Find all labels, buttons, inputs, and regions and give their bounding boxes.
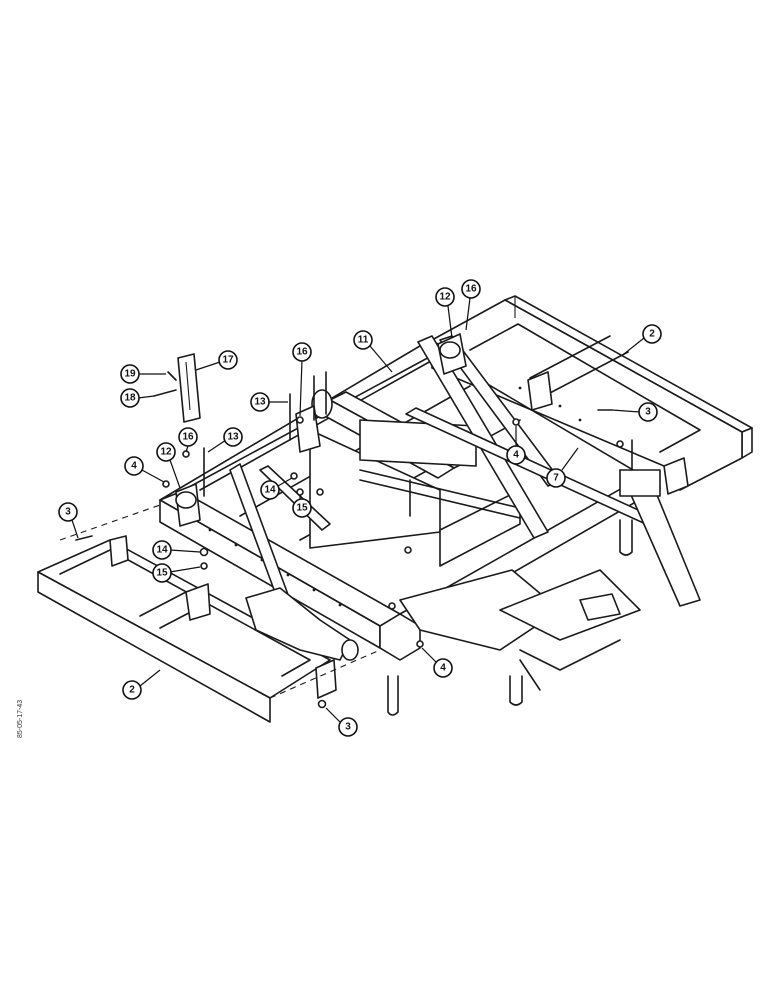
hitch-tongue: [399, 469, 701, 691]
callout-13: [250, 392, 270, 412]
callout-12: [435, 287, 455, 307]
callout-11: [353, 330, 373, 350]
callout-label: 14: [156, 545, 168, 556]
callout-label: 3: [65, 507, 71, 518]
callout-label: 13: [227, 432, 239, 443]
callout-label: 4: [131, 461, 137, 472]
callout-label: 14: [264, 485, 276, 496]
callout-15: [292, 498, 312, 518]
callout-16: [178, 427, 198, 447]
callout-label: 4: [513, 450, 519, 461]
callout-label: 17: [222, 355, 234, 366]
callout-13: [223, 427, 243, 447]
callout-4: [124, 456, 144, 476]
callout-7: [546, 468, 566, 488]
diagonal-braces: [229, 335, 661, 607]
callout-16: [461, 279, 481, 299]
nuts-and-washers: [162, 416, 624, 709]
right-frame-extension: [431, 295, 753, 495]
callout-16: [292, 342, 312, 362]
callout-14: [152, 540, 172, 560]
callout-label: 2: [649, 329, 655, 340]
callout-label: 4: [440, 663, 446, 674]
callout-label: 2: [129, 685, 135, 696]
document-reference: 85-05-17-43: [17, 700, 24, 738]
callout-17: [218, 350, 238, 370]
callout-2: [122, 680, 142, 700]
callout-label: 16: [296, 347, 308, 358]
left-frame-extension: [37, 504, 381, 723]
callout-label: 7: [553, 473, 559, 484]
callout-label: 12: [160, 447, 172, 458]
callout-label: 15: [296, 503, 308, 514]
callouts: 2 2 3 3 3 4 4 4 7 11: [58, 279, 662, 737]
callout-2: [642, 324, 662, 344]
callout-19: [120, 364, 140, 384]
shield-and-hardware: [153, 353, 201, 423]
center-tube-assembly: [309, 389, 521, 567]
hitch-bracket: [245, 587, 359, 661]
callout-3: [338, 717, 358, 737]
callout-12: [156, 442, 176, 462]
callout-14: [260, 480, 280, 500]
callout-label: 18: [124, 393, 136, 404]
callout-3: [58, 502, 78, 522]
callout-3: [638, 402, 658, 422]
callout-label: 3: [345, 722, 351, 733]
callout-label: 12: [439, 292, 451, 303]
callout-label: 19: [124, 369, 136, 380]
callout-15: [152, 563, 172, 583]
callout-label: 16: [182, 432, 194, 443]
callout-18: [120, 388, 140, 408]
callout-label: 15: [156, 568, 168, 579]
callout-label: 3: [645, 407, 651, 418]
callout-4: [433, 658, 453, 678]
callout-label: 11: [358, 335, 369, 346]
callout-4: [506, 445, 526, 465]
callout-label: 16: [465, 284, 477, 295]
callout-label: 13: [254, 397, 266, 408]
u-bolts: [387, 519, 633, 716]
bolts: [75, 371, 633, 541]
